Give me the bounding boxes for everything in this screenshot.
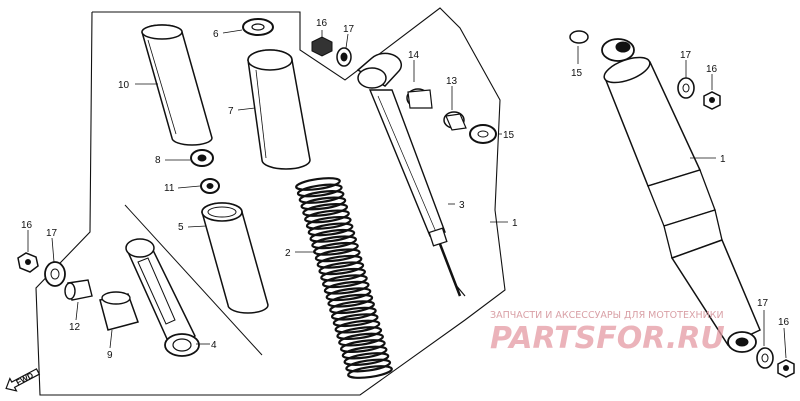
spring-coil: [325, 287, 372, 302]
label-part-7: 7: [228, 106, 234, 117]
nut-16-left-part: [17, 252, 39, 273]
watermark-caption: ЗАПЧАСТИ И АКСЕССУАРЫ ДЛЯ МОТОТЕХНИКИ: [490, 310, 724, 321]
bushing-9-part: [99, 291, 139, 331]
spring-coil: [323, 280, 370, 295]
spring-coil: [332, 313, 379, 328]
label-part-2: 2: [285, 248, 291, 259]
label-part-8: 8: [155, 155, 161, 166]
label-part-12: 12: [69, 322, 81, 333]
lower-mount-part: [125, 238, 200, 357]
spring-coil: [298, 190, 345, 204]
spring-coil: [329, 300, 375, 315]
spring-coil: [330, 306, 377, 321]
spring-coil: [311, 235, 358, 250]
label-part-17-top: 17: [343, 24, 355, 35]
label-part-16-left: 16: [21, 220, 33, 231]
collar-12-part: [64, 279, 93, 301]
spring-coil: [321, 274, 368, 289]
spring-coil: [304, 209, 350, 224]
spring-coil: [300, 196, 347, 211]
spring-coil: [302, 203, 349, 217]
washer-17-top-part: [336, 47, 352, 67]
label-part-3: 3: [459, 200, 465, 211]
spring-coil: [296, 183, 343, 198]
lower-cover-part: [201, 202, 269, 314]
nut-16-top-part: [311, 36, 333, 57]
label-part-10: 10: [118, 80, 130, 91]
collar-8-part: [190, 149, 214, 167]
spring-coil: [320, 267, 367, 282]
spring-coil: [316, 254, 363, 269]
label-part-15-left: 15: [503, 130, 515, 141]
washer-17-left-part: [44, 261, 66, 287]
spring-coil: [327, 293, 374, 308]
label-part-17-left: 17: [46, 228, 58, 239]
label-part-14: 14: [408, 50, 420, 61]
label-part-5: 5: [178, 222, 184, 233]
assembly-frame: [35, 7, 506, 396]
leader-lines: [27, 29, 787, 359]
label-part-17-right-bottom: 17: [757, 298, 769, 309]
spring-coil: [341, 345, 388, 360]
coil-spring-part: [295, 177, 393, 379]
label-part-4: 4: [211, 340, 217, 351]
spring-coil: [305, 215, 352, 230]
label-part-16-right-bottom: 16: [778, 317, 790, 328]
upper-cover-part: [141, 24, 213, 146]
washer-17-right-bottom-part: [756, 347, 774, 369]
label-part-6: 6: [213, 29, 219, 40]
washer-17-right-top-part: [677, 77, 695, 99]
nut-16-right-top-part: [703, 91, 721, 110]
nut-16-right-bottom-part: [777, 359, 795, 378]
fwd-label: FWD: [15, 371, 36, 388]
label-part-15-right: 15: [571, 68, 583, 79]
label-part-1-left: 1: [512, 218, 518, 229]
label-part-1-right: 1: [720, 154, 726, 165]
bushing-14-part: [356, 52, 433, 109]
bushing-11-part: [200, 178, 220, 194]
label-part-9: 9: [107, 350, 113, 361]
spring-coil: [347, 365, 393, 379]
collar-13-part: [443, 111, 467, 131]
label-part-13: 13: [446, 76, 458, 87]
spring-coil: [339, 339, 386, 353]
spring-coil: [345, 358, 392, 373]
label-part-16-top: 16: [316, 18, 328, 29]
spring-coil: [338, 332, 384, 347]
label-part-11: 11: [164, 183, 175, 194]
spring-coil: [336, 326, 383, 341]
spring-coil: [318, 261, 365, 276]
assembly-frame-diagonal: [124, 204, 263, 356]
spring-coil: [343, 352, 390, 366]
label-part-17-right-top: 17: [680, 50, 692, 61]
spring-coil: [309, 228, 356, 243]
spring-coil: [314, 248, 361, 263]
watermark-logo: PARTSFOR.RU: [490, 321, 725, 356]
shock-absorber-assembled-part: [569, 30, 761, 353]
spring-coil: [307, 222, 354, 237]
spring-coil: [334, 319, 381, 334]
damper-cover-part: [247, 49, 311, 170]
fwd-arrow-icon: [5, 368, 41, 392]
spring-coil: [295, 177, 341, 191]
label-part-16-right-top: 16: [706, 64, 718, 75]
damper-rod-part: [368, 89, 466, 297]
washer-15-mid-part: [469, 124, 497, 144]
washer-6-part: [242, 18, 274, 36]
